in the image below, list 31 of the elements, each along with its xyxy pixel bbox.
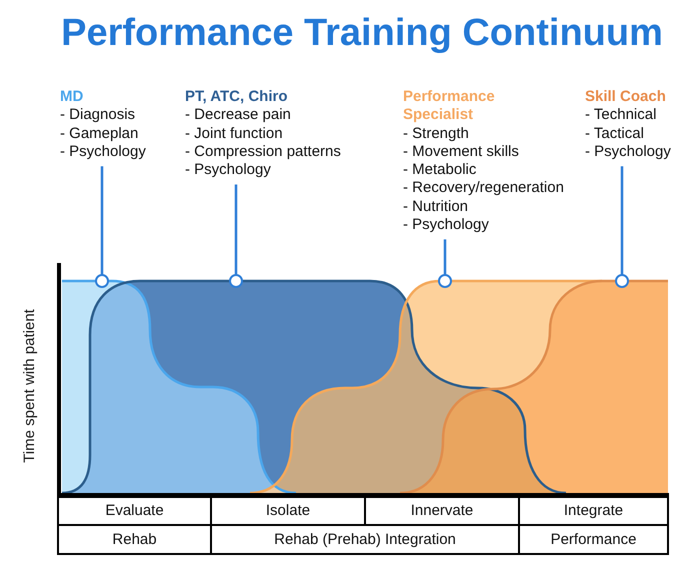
role-heading: PT, ATC, Chiro: [185, 88, 288, 106]
leader-line: [229, 184, 243, 288]
list-item: - Technical: [585, 106, 658, 125]
table-cell: Rehab: [59, 526, 212, 553]
list-item: - Psychology: [185, 161, 272, 180]
axis-label: Time spent with patient: [21, 309, 39, 463]
list-item: - Strength: [403, 124, 470, 143]
role-heading: MD: [60, 88, 84, 106]
table-cell: Rehab (Prehab) Integration: [212, 526, 520, 553]
table-cell: Innervate: [366, 498, 520, 526]
list-item: - Compression patterns: [185, 142, 341, 162]
leader-line: [95, 166, 109, 288]
list-item: - Psychology: [60, 142, 146, 162]
list-item: - Metabolic: [403, 161, 478, 180]
list-item: - Joint function: [185, 124, 284, 143]
table-cell: Isolate: [212, 498, 366, 526]
title: Performance Training Continuum: [61, 11, 663, 56]
list-item: - Psychology: [585, 142, 671, 162]
list-item: - Diagnosis: [60, 106, 136, 125]
list-item: - Recovery/regeneration: [403, 179, 564, 198]
list-item: - Nutrition: [403, 198, 470, 216]
role-heading: Skill Coach: [585, 88, 667, 106]
list-item: - Decrease pain: [185, 106, 292, 125]
list-item: - Psychology: [403, 216, 490, 234]
table-cell: Evaluate: [59, 498, 212, 526]
list-item: - Gameplan: [60, 124, 140, 143]
list-item: - Movement skills: [403, 142, 520, 162]
list-item: - Tactical: [585, 124, 645, 143]
role-heading: Performance Specialist: [403, 88, 496, 125]
table-cell: Integrate: [520, 498, 667, 526]
table-cell-text: Performance: [550, 530, 638, 550]
